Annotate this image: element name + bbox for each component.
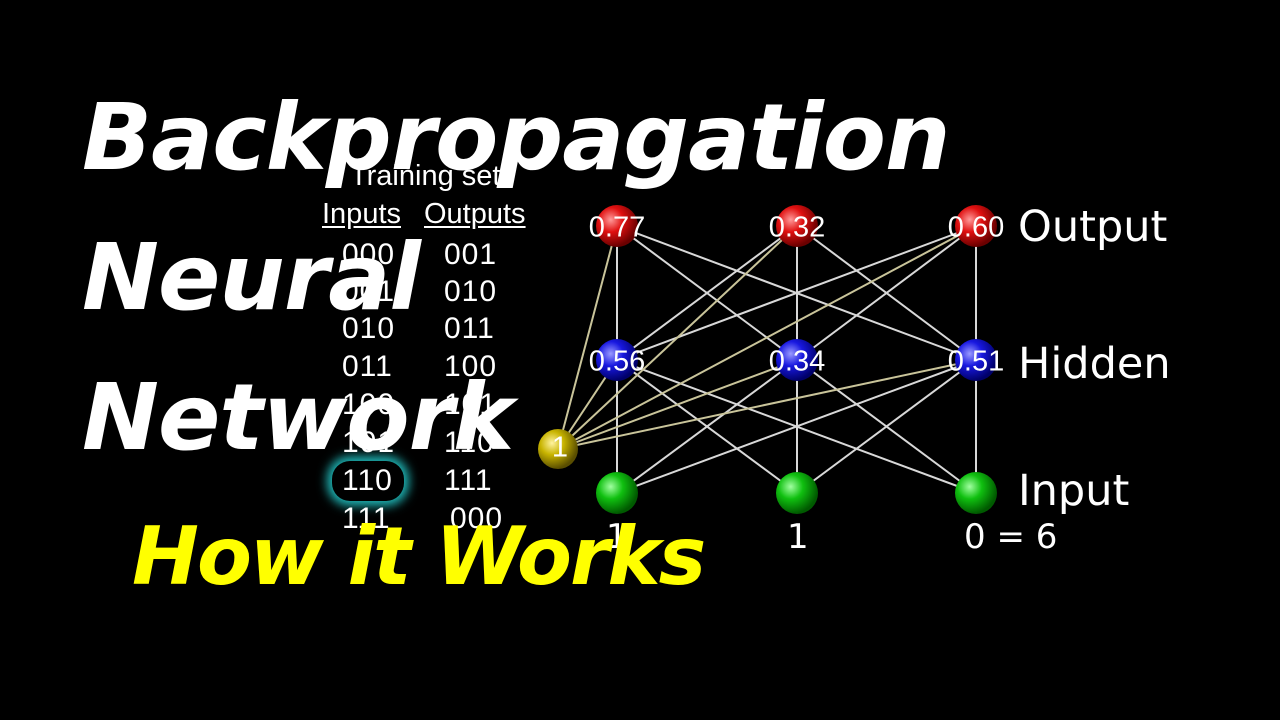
hidden-node bbox=[955, 339, 997, 381]
table-cell-output: 100 bbox=[444, 350, 498, 383]
table-cell-input: 011 bbox=[342, 350, 393, 383]
table-cell-output: 000 bbox=[450, 502, 504, 535]
input-value: 0 = 6 bbox=[964, 517, 1058, 557]
output-node-value: 0.77 bbox=[588, 211, 646, 244]
hidden-output-connection bbox=[616, 225, 977, 361]
training-set-title: Training set bbox=[350, 160, 501, 192]
input-layer-label: Input bbox=[1018, 466, 1130, 516]
subtitle: How it Works bbox=[132, 510, 706, 603]
table-cell-output: 101 bbox=[444, 388, 498, 421]
input-hidden-connection bbox=[616, 359, 798, 494]
table-cell-input: 001 bbox=[342, 275, 396, 308]
input-value: 1 bbox=[787, 517, 809, 557]
hidden-output-connection bbox=[796, 225, 977, 361]
bias-connection bbox=[557, 225, 798, 450]
output-node bbox=[596, 205, 638, 247]
bias-connection bbox=[557, 359, 977, 450]
bias-connection bbox=[557, 225, 618, 450]
hidden-node bbox=[776, 339, 818, 381]
title-line-1: Backpropagation bbox=[82, 84, 950, 191]
input-node bbox=[776, 472, 818, 514]
table-cell-input: 111 bbox=[342, 502, 391, 535]
output-node-value: 0.60 bbox=[947, 211, 1005, 244]
table-cell-output: 001 bbox=[444, 238, 498, 271]
input-hidden-connection bbox=[796, 359, 977, 494]
table-cell-output: 010 bbox=[444, 275, 498, 308]
title-line-2: Neural bbox=[82, 224, 421, 331]
hidden-node-value: 0.34 bbox=[768, 345, 826, 378]
bias-connection bbox=[557, 225, 977, 450]
table-cell-input: 100 bbox=[342, 388, 396, 421]
bias-connection bbox=[557, 359, 798, 450]
hidden-node-value: 0.56 bbox=[588, 345, 646, 378]
bias-node bbox=[538, 429, 578, 469]
input-node bbox=[955, 472, 997, 514]
output-node-value: 0.32 bbox=[768, 211, 826, 244]
input-node bbox=[596, 472, 638, 514]
table-cell-output: 011 bbox=[444, 312, 495, 345]
output-layer-label: Output bbox=[1018, 202, 1168, 252]
input-hidden-connection bbox=[616, 359, 977, 494]
table-cell-input: 010 bbox=[342, 312, 396, 345]
outputs-header: Outputs bbox=[424, 198, 526, 230]
bias-node-value: 1 bbox=[551, 431, 569, 464]
connection-lines bbox=[557, 225, 977, 494]
table-cell-input: 000 bbox=[342, 238, 396, 271]
table-cell-output: 110 bbox=[444, 426, 495, 459]
table-cell-output: 111 bbox=[444, 464, 493, 497]
table-cell-input: 110 bbox=[342, 464, 393, 497]
hidden-node-value: 0.51 bbox=[947, 345, 1005, 378]
inputs-header: Inputs bbox=[322, 198, 401, 230]
output-node bbox=[776, 205, 818, 247]
hidden-node bbox=[596, 339, 638, 381]
table-cell-input: 101 bbox=[342, 426, 396, 459]
network-nodes bbox=[538, 205, 997, 514]
hidden-layer-label: Hidden bbox=[1018, 339, 1171, 389]
input-value: 1 bbox=[606, 517, 628, 557]
output-node bbox=[955, 205, 997, 247]
title-line-3: Network bbox=[82, 364, 514, 471]
